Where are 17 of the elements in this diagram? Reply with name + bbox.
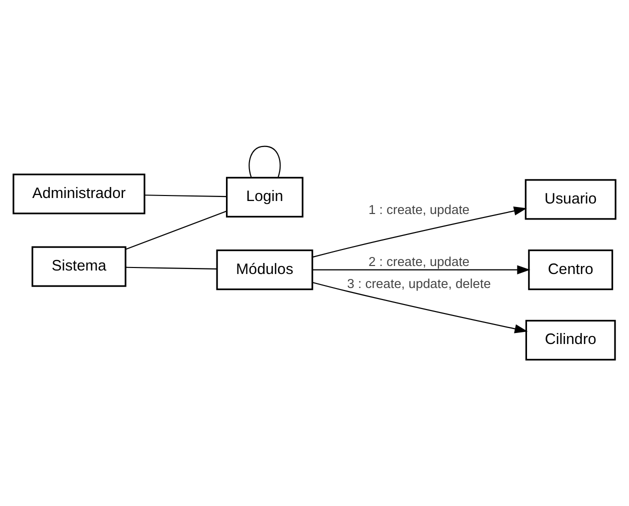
arrow xyxy=(312,206,527,258)
node-box: Sistema xyxy=(32,246,126,287)
edge-label: 2 : create, update xyxy=(368,254,470,270)
connector xyxy=(126,266,217,270)
node-box: Login xyxy=(226,176,304,218)
edge-label: 1 : create, update xyxy=(368,202,470,218)
node-box: Módulos xyxy=(216,249,314,290)
node-box: Centro xyxy=(528,249,614,290)
edge-label: 3 : create, update, delete xyxy=(347,276,491,291)
connector xyxy=(126,210,227,250)
arrow xyxy=(312,265,530,274)
node-box: Cilindro xyxy=(525,320,616,360)
node-box: Usuario xyxy=(524,179,616,220)
connector xyxy=(144,194,227,198)
arrow xyxy=(312,282,528,334)
node-box: Administrador xyxy=(12,174,146,214)
connector xyxy=(248,146,281,178)
